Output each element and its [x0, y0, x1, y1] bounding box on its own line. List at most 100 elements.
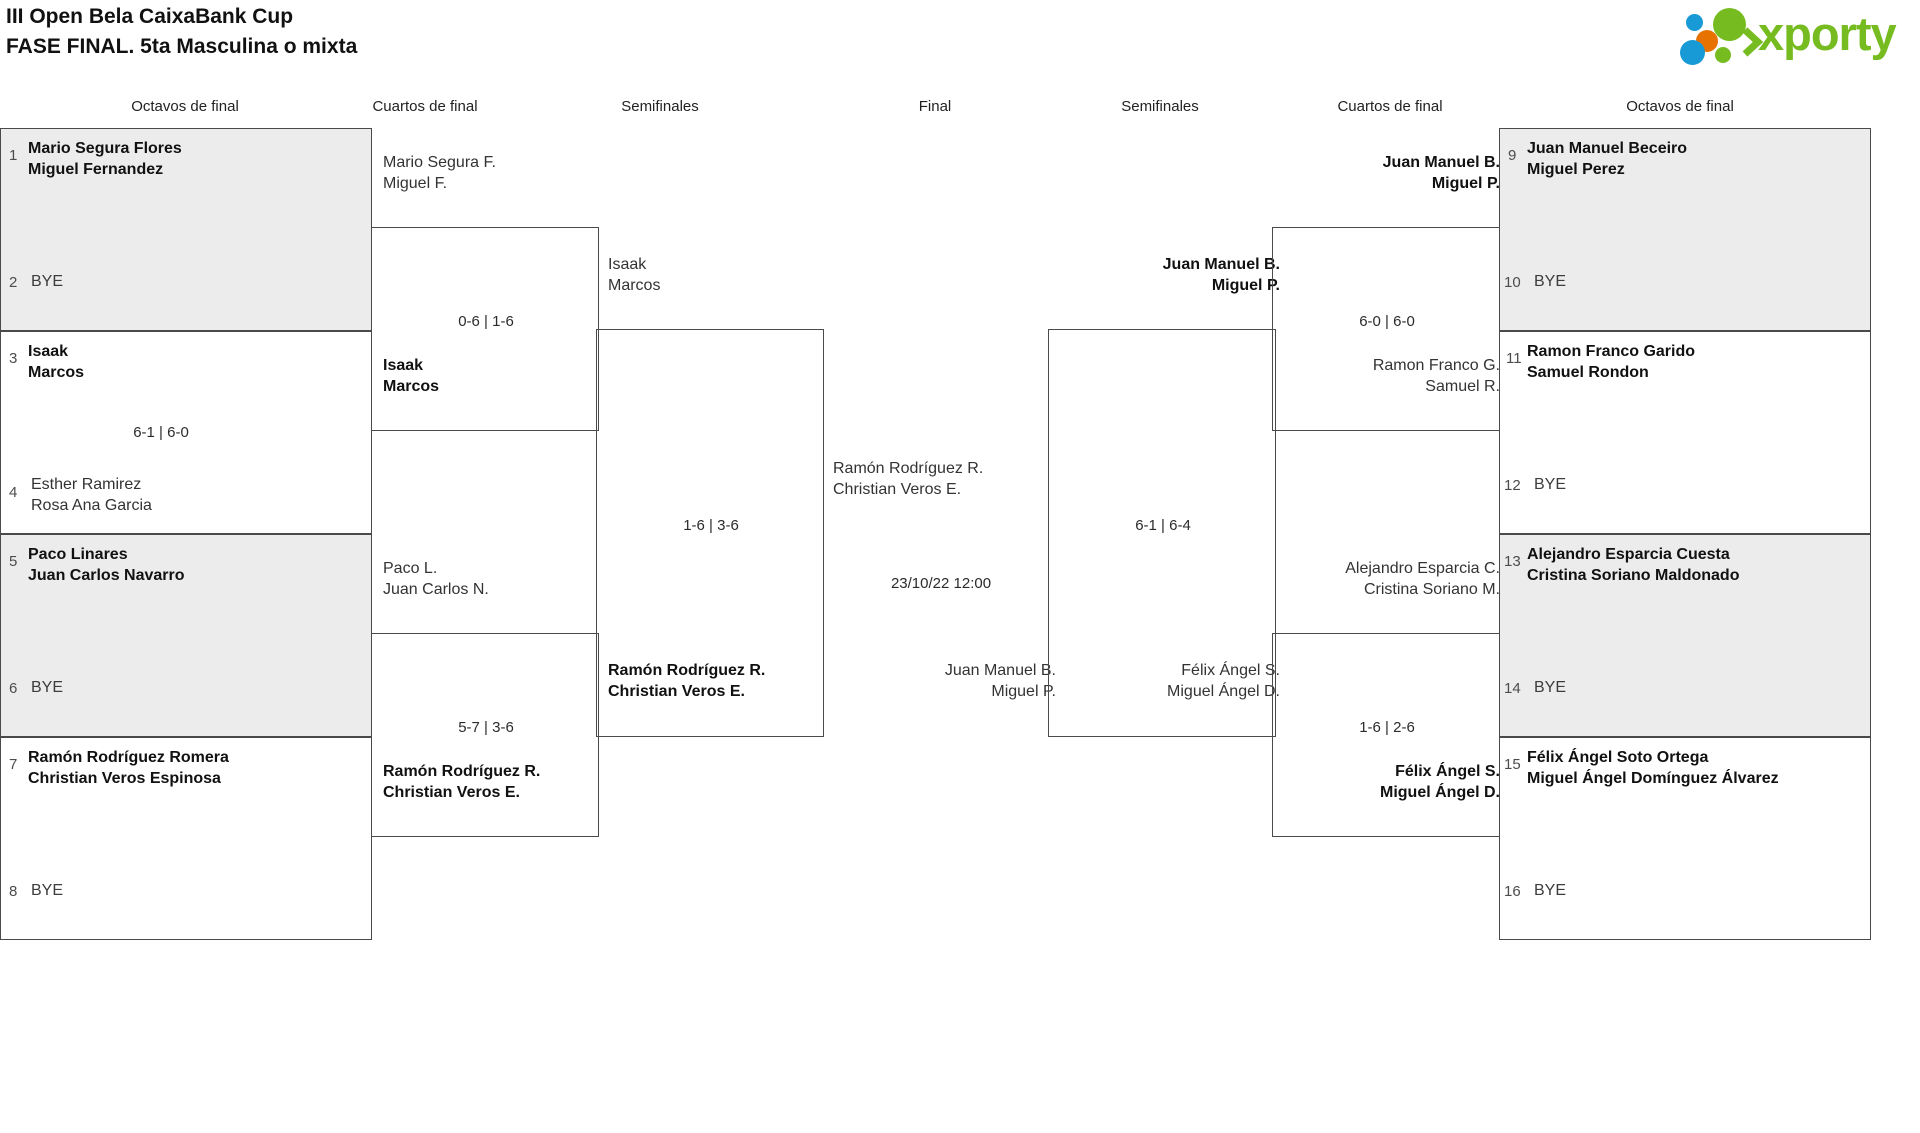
player-name: Mario Segura Flores — [28, 140, 182, 157]
match-left-r16-1[interactable]: 1 Mario Segura Flores Miguel Fernandez 2… — [0, 128, 372, 331]
team-names-bottom: BYE — [1534, 677, 1566, 698]
player-name: Félix Ángel S. — [1395, 763, 1500, 780]
team-names-top-left-qf-1: Mario Segura F. Miguel F. — [383, 152, 496, 194]
team-names-bottom: BYE — [31, 880, 63, 901]
team-names-top-right-qf-1: Juan Manuel B. Miguel P. — [1285, 152, 1500, 194]
player-name: Miguel P. — [1431, 175, 1500, 192]
xporty-logo[interactable]: xporty — [1680, 5, 1912, 65]
player-name: BYE — [1534, 882, 1567, 899]
team-names-bottom-left-qf-2: Ramón Rodríguez R. Christian Veros E. — [383, 761, 540, 803]
seed-number: 15 — [1504, 756, 1521, 773]
team-names-top: Isaak Marcos — [28, 341, 84, 383]
player-name: Miguel P. — [1211, 277, 1280, 294]
match-right-r16-4[interactable]: 15 Félix Ángel Soto Ortega Miguel Ángel … — [1499, 737, 1871, 940]
player-name: Ramon Franco G. — [1372, 357, 1500, 374]
logo-wordmark: xporty — [1758, 7, 1897, 60]
tournament-title: III Open Bela CaixaBank Cup — [6, 5, 294, 28]
match-left-r16-3[interactable]: 5 Paco Linares Juan Carlos Navarro 6 BYE — [0, 534, 372, 737]
match-left-qf-1[interactable]: 0-6 | 1-6 — [371, 227, 599, 431]
player-name: Juan Manuel B. — [944, 662, 1056, 679]
seed-number: 13 — [1504, 553, 1521, 570]
player-name: Samuel R. — [1425, 378, 1500, 395]
player-name: Rosa Ana Garcia — [31, 497, 152, 514]
match-right-qf-1[interactable]: 6-0 | 6-0 — [1272, 227, 1500, 431]
match-right-r16-1[interactable]: 9 Juan Manuel Beceiro Miguel Perez 10 BY… — [1499, 128, 1871, 331]
match-score: 1-6 | 2-6 — [1359, 719, 1415, 736]
logo-dot-blue-small-icon — [1686, 14, 1703, 31]
player-name: Miguel Fernandez — [28, 161, 164, 178]
player-name: Miguel P. — [991, 683, 1056, 700]
match-score: 6-1 | 6-0 — [133, 424, 189, 441]
team-names-bottom-right-qf-1: Ramon Franco G. Samuel R. — [1285, 355, 1500, 397]
team-names-bottom: BYE — [1534, 474, 1566, 495]
tournament-subtitle: FASE FINAL. 5ta Masculina o mixta — [6, 35, 358, 58]
player-name: Samuel Rondon — [1527, 364, 1649, 381]
player-name: Marcos — [28, 364, 85, 381]
round-header-left-round16: Octavos de final — [131, 98, 239, 115]
match-left-sf[interactable]: 1-6 | 3-6 — [596, 329, 824, 737]
match-score: 6-0 | 6-0 — [1359, 313, 1415, 330]
player-name: Miguel Perez — [1527, 161, 1625, 178]
team-names-top: Félix Ángel Soto Ortega Miguel Ángel Dom… — [1527, 747, 1779, 789]
team-names-bottom: Esther Ramirez Rosa Ana Garcia — [31, 474, 152, 516]
player-name: Marcos — [383, 378, 440, 395]
player-name: Cristina Soriano Maldonado — [1527, 567, 1740, 584]
match-left-r16-2[interactable]: 3 Isaak Marcos 6-1 | 6-0 4 Esther Ramire… — [0, 331, 372, 534]
team-names-bottom-right-sf: Félix Ángel S. Miguel Ángel D. — [1060, 660, 1280, 702]
player-name: BYE — [31, 273, 64, 290]
match-right-qf-2[interactable]: 1-6 | 2-6 — [1272, 633, 1500, 837]
match-score: 1-6 | 3-6 — [683, 517, 739, 534]
seed-number: 8 — [9, 883, 18, 900]
player-name: Christian Veros E. — [383, 784, 520, 801]
seed-number: 10 — [1504, 274, 1521, 291]
page-header: III Open Bela CaixaBank Cup FASE FINAL. … — [0, 0, 1920, 72]
match-score: 6-1 | 6-4 — [1135, 517, 1191, 534]
team-names-top: Ramon Franco Garido Samuel Rondon — [1527, 341, 1695, 383]
player-name: Ramon Franco Garido — [1527, 343, 1696, 360]
player-name: Paco Linares — [28, 546, 128, 563]
match-score: 5-7 | 3-6 — [458, 719, 514, 736]
round-header-right-quarters: Cuartos de final — [1337, 98, 1443, 115]
match-left-qf-2[interactable]: 5-7 | 3-6 — [371, 633, 599, 837]
team-names-left-final: Ramón Rodríguez R. Christian Veros E. — [833, 458, 983, 500]
player-name: Marcos — [608, 277, 661, 294]
player-name: Ramón Rodríguez R. — [383, 763, 541, 780]
team-names-bottom: BYE — [1534, 271, 1566, 292]
player-name: Ramón Rodríguez R. — [833, 460, 984, 477]
team-names-bottom: BYE — [1534, 880, 1566, 901]
player-name: Paco L. — [383, 560, 438, 577]
player-name: Ramón Rodríguez R. — [608, 662, 766, 679]
round-header-left-quarters: Cuartos de final — [372, 98, 478, 115]
player-name: Alejandro Esparcia C. — [1345, 560, 1500, 577]
team-names-bottom: BYE — [31, 677, 63, 698]
player-name: BYE — [1534, 679, 1567, 696]
match-score: 0-6 | 1-6 — [458, 313, 514, 330]
player-name: Esther Ramirez — [31, 476, 142, 493]
match-right-r16-2[interactable]: 11 Ramon Franco Garido Samuel Rondon 12 … — [1499, 331, 1871, 534]
team-names-top-right-qf-2: Alejandro Esparcia C. Cristina Soriano M… — [1285, 558, 1500, 600]
match-left-r16-4[interactable]: 7 Ramón Rodríguez Romera Christian Veros… — [0, 737, 372, 940]
match-right-r16-3[interactable]: 13 Alejandro Esparcia Cuesta Cristina So… — [1499, 534, 1871, 737]
team-names-bottom-left-qf-1: Isaak Marcos — [383, 355, 439, 397]
player-name: Mario Segura F. — [383, 154, 496, 171]
player-name: Miguel Ángel Domínguez Álvarez — [1527, 770, 1779, 787]
seed-number: 3 — [9, 350, 18, 367]
team-names-top: Alejandro Esparcia Cuesta Cristina Soria… — [1527, 544, 1739, 586]
player-name: Juan Manuel B. — [1162, 256, 1280, 273]
player-name: BYE — [1534, 476, 1567, 493]
team-names-top: Juan Manuel Beceiro Miguel Perez — [1527, 138, 1687, 180]
seed-number: 2 — [9, 274, 18, 291]
round-header-right-semis: Semifinales — [1121, 98, 1199, 115]
logo-chevron-icon — [1742, 27, 1764, 62]
final-datetime: 23/10/22 12:00 — [890, 575, 992, 592]
seed-number: 9 — [1508, 147, 1517, 164]
team-names-right-final: Juan Manuel B. Miguel P. — [826, 660, 1056, 702]
logo-dot-green-large-icon — [1713, 8, 1746, 41]
round-header-final: Final — [918, 98, 952, 115]
team-names-top-left-qf-2: Paco L. Juan Carlos N. — [383, 558, 489, 600]
logo-dot-blue-large-icon — [1680, 40, 1705, 65]
player-name: Juan Carlos Navarro — [28, 567, 185, 584]
team-names-top: Ramón Rodríguez Romera Christian Veros E… — [28, 747, 229, 789]
match-right-sf[interactable]: 6-1 | 6-4 — [1048, 329, 1276, 737]
